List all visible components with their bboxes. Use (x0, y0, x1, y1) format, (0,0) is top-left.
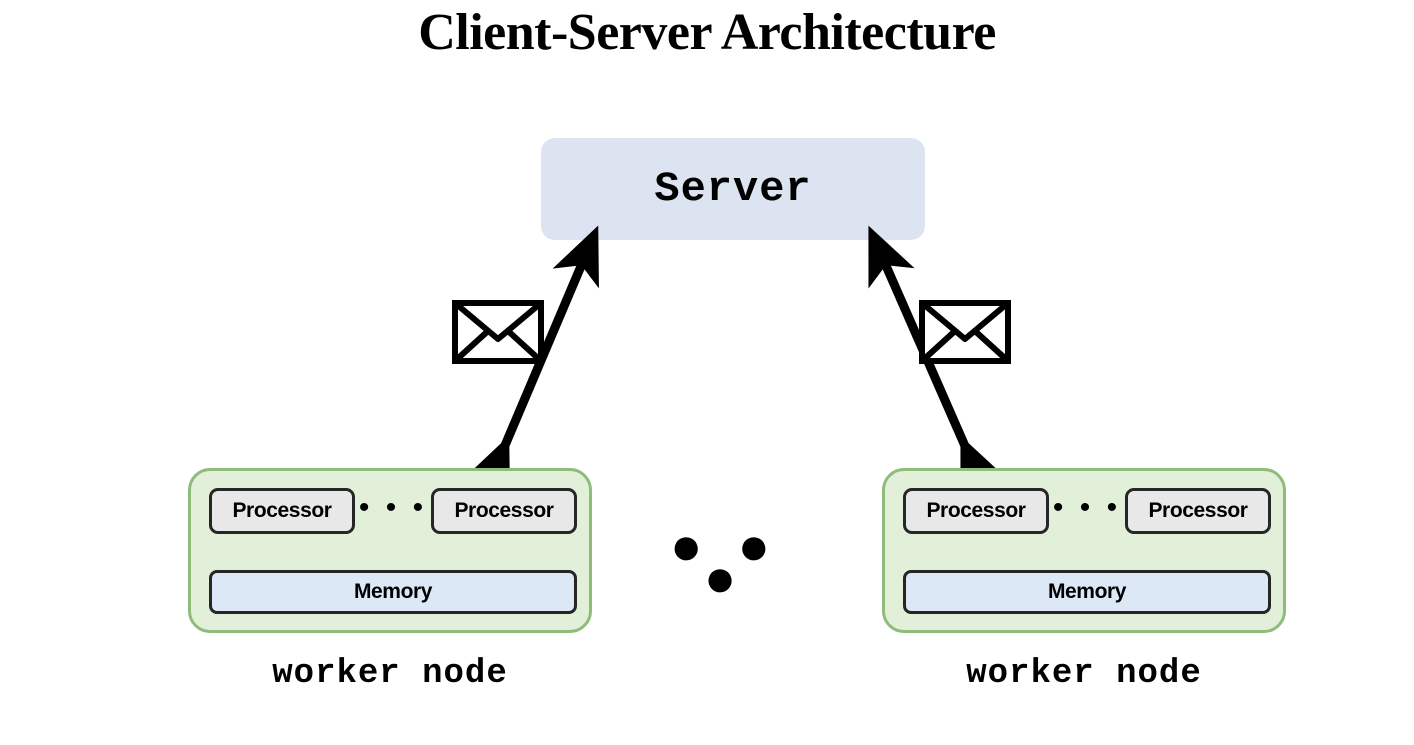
worker-node-left[interactable]: Processor • • • Processor Memory (188, 468, 592, 633)
server-to-left-worker-arrow (463, 225, 599, 499)
page-title: Client-Server Architecture (418, 4, 996, 61)
processor-box[interactable]: Processor (431, 488, 577, 534)
envelope-icon (919, 300, 1011, 364)
server-node[interactable]: Server (541, 138, 925, 240)
cluster-ellipsis: ● ● ● (669, 516, 781, 609)
server-to-right-worker-arrow (868, 225, 1007, 499)
envelope-icon (452, 300, 544, 364)
memory-label: Memory (1047, 580, 1127, 603)
memory-box[interactable]: Memory (903, 570, 1271, 614)
processor-row: Processor • • • Processor (903, 487, 1271, 535)
processor-label: Processor (926, 499, 1026, 522)
processor-label: Processor (454, 499, 554, 522)
processor-ellipsis: • • • (1052, 491, 1122, 524)
processor-label: Processor (1148, 499, 1248, 522)
memory-label: Memory (353, 580, 433, 603)
processor-box[interactable]: Processor (1125, 488, 1271, 534)
processor-label: Processor (232, 499, 332, 522)
worker-node-right[interactable]: Processor • • • Processor Memory (882, 468, 1286, 633)
worker-node-left-caption: worker node (272, 655, 508, 693)
processor-box[interactable]: Processor (209, 488, 355, 534)
server-label: Server (654, 165, 812, 213)
worker-node-right-caption: worker node (966, 655, 1202, 693)
processor-ellipsis: • • • (358, 491, 428, 524)
processor-row: Processor • • • Processor (209, 487, 577, 535)
memory-box[interactable]: Memory (209, 570, 577, 614)
processor-box[interactable]: Processor (903, 488, 1049, 534)
